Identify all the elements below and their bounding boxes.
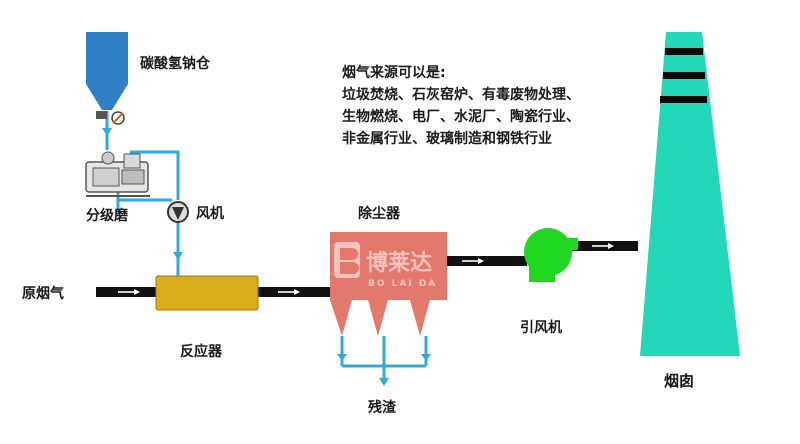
sources-heading: 烟气来源可以是: [342, 64, 446, 81]
residue-arrows [337, 354, 431, 386]
raw-gas-label: 原烟气 [22, 285, 64, 302]
reactor-label: 反应器 [180, 343, 223, 360]
id-fan-label: 引风机 [520, 319, 562, 336]
feed-pipes-2 [116, 150, 180, 276]
chimney [640, 32, 740, 356]
classifying-mill-icon [85, 151, 150, 197]
dust-collector-label: 除尘器 [358, 205, 401, 222]
silo-label: 碳酸氢钠仓 [140, 55, 211, 72]
reactor [155, 275, 259, 311]
bicarbonate-silo [86, 32, 128, 110]
residue-label: 残渣 [368, 399, 397, 416]
svg-text:博莱达: 博莱达 [366, 250, 432, 276]
chimney-label: 烟囱 [664, 372, 694, 390]
sources-line: 生物燃烧、电厂、水泥厂、陶瓷行业、 [342, 108, 580, 125]
fan-icon [167, 201, 189, 223]
residue-pipes [340, 336, 428, 384]
induced-draft-fan-icon [524, 228, 578, 282]
sources-line: 垃圾焚烧、石灰窑炉、有毒废物处理、 [342, 86, 580, 103]
feed-arrow-2 [102, 128, 112, 136]
sources-line: 非金属行业、玻璃制造和钢铁行业 [342, 130, 552, 147]
rotary-valve-icon [96, 111, 125, 125]
svg-text:BO LAI DA: BO LAI DA [368, 279, 437, 289]
mill-label: 分级磨 [86, 207, 129, 224]
flow-arrows [118, 243, 614, 295]
fan-label: 风机 [196, 205, 224, 222]
brand-watermark-logo: 博莱达 BO LAI DA [334, 242, 437, 289]
feed-arrow-1 [173, 252, 183, 260]
